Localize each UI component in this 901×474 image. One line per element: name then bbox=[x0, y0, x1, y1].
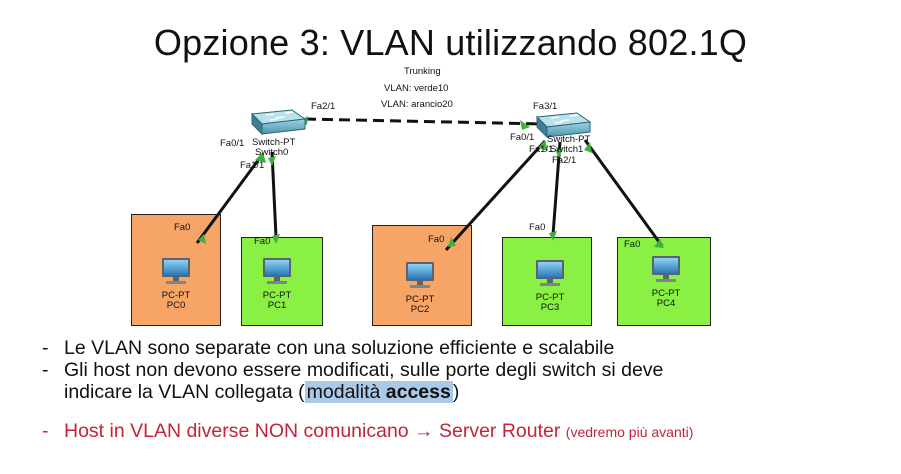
switch1-port-fa1-1: Fa1/1 bbox=[529, 144, 554, 155]
port-status-switch1-fa1-1 bbox=[555, 148, 563, 158]
switch0-port-fa0-1: Fa0/1 bbox=[220, 138, 245, 149]
pc3-name-label: PC3 bbox=[540, 302, 560, 313]
pc4-type-label: PC-PT bbox=[651, 288, 681, 299]
port-status-pc3 bbox=[549, 231, 557, 241]
switch0-type-label: Switch-PT bbox=[252, 137, 296, 148]
pc2-type-label: PC-PT bbox=[405, 294, 435, 305]
bullet-item-1: -Le VLAN sono separate con una soluzione… bbox=[42, 337, 615, 359]
pc0-name-label: PC0 bbox=[166, 300, 186, 311]
pc4-port-label: Fa0 bbox=[624, 239, 641, 250]
pc3-icon bbox=[536, 260, 564, 286]
pc1-type-label: PC-PT bbox=[262, 290, 292, 301]
port-status-switch1-fa0-1 bbox=[538, 140, 548, 151]
trunk-label: Trunking bbox=[404, 66, 441, 77]
port-status-switch1-fa3-1 bbox=[520, 120, 530, 130]
switch1-port-fa0-1: Fa0/1 bbox=[510, 132, 535, 143]
bullet-item-2-continued: indicare la VLAN collegata (modalità acc… bbox=[64, 381, 460, 403]
pc4-icon bbox=[652, 256, 680, 282]
bullet-item-2: -Gli host non devono essere modificati, … bbox=[42, 359, 664, 381]
switch0-icon bbox=[250, 109, 307, 136]
link-switch1-pc2 bbox=[444, 139, 547, 252]
trunk-vlan2-label: VLAN: arancio20 bbox=[381, 99, 453, 110]
port-status-switch1-fa2-1 bbox=[584, 142, 592, 153]
pc0-port-label: Fa0 bbox=[174, 222, 191, 233]
pc4-name-label: PC4 bbox=[656, 298, 676, 309]
bullet-item-3: -Host in VLAN diverse NON comunicano → S… bbox=[42, 420, 694, 442]
switch0-name-label: Switch0 bbox=[255, 147, 289, 158]
pc2-name-label: PC2 bbox=[410, 304, 430, 315]
switch1-icon bbox=[535, 112, 592, 139]
switch0-port-fa2-1: Fa2/1 bbox=[311, 101, 336, 112]
link-switch0-pc0 bbox=[195, 154, 264, 244]
slide-title: Opzione 3: VLAN utilizzando 802.1Q bbox=[153, 22, 748, 63]
link-switch0-pc1 bbox=[270, 151, 278, 238]
pc1-name-label: PC1 bbox=[267, 300, 287, 311]
link-switch1-pc4 bbox=[583, 139, 664, 247]
pc2-port-label: Fa0 bbox=[428, 234, 445, 245]
port-status-pc4 bbox=[654, 239, 664, 248]
port-status-pc1 bbox=[272, 234, 280, 244]
pc3-type-label: PC-PT bbox=[535, 292, 565, 303]
port-status-switch0-fa0-1 bbox=[255, 152, 266, 163]
switch1-name-label: Switch1 bbox=[550, 144, 584, 155]
access-mode-highlight: modalità access bbox=[304, 381, 453, 403]
trunk-vlan1-label: VLAN: verde10 bbox=[384, 83, 449, 94]
switch1-port-fa3-1: Fa3/1 bbox=[533, 101, 558, 112]
port-status-pc2 bbox=[448, 237, 456, 247]
port-status-switch0-fa1-1 bbox=[268, 156, 276, 166]
bullet-list: -Le VLAN sono separate con una soluzione… bbox=[42, 337, 693, 443]
trunk-link bbox=[304, 117, 546, 126]
pc0-icon bbox=[162, 258, 190, 284]
port-status-pc0 bbox=[198, 234, 206, 244]
pc3-port-label: Fa0 bbox=[529, 222, 546, 233]
pc2-icon bbox=[406, 262, 434, 288]
pc0-type-label: PC-PT bbox=[161, 290, 191, 301]
pc1-port-label: Fa0 bbox=[254, 236, 271, 247]
switch1-port-fa2-1: Fa2/1 bbox=[552, 155, 577, 166]
pc1-icon bbox=[263, 258, 291, 284]
switch1-type-label: Switch-PT bbox=[547, 134, 591, 145]
switch0-port-fa1-1: Fa1/1 bbox=[240, 160, 265, 171]
